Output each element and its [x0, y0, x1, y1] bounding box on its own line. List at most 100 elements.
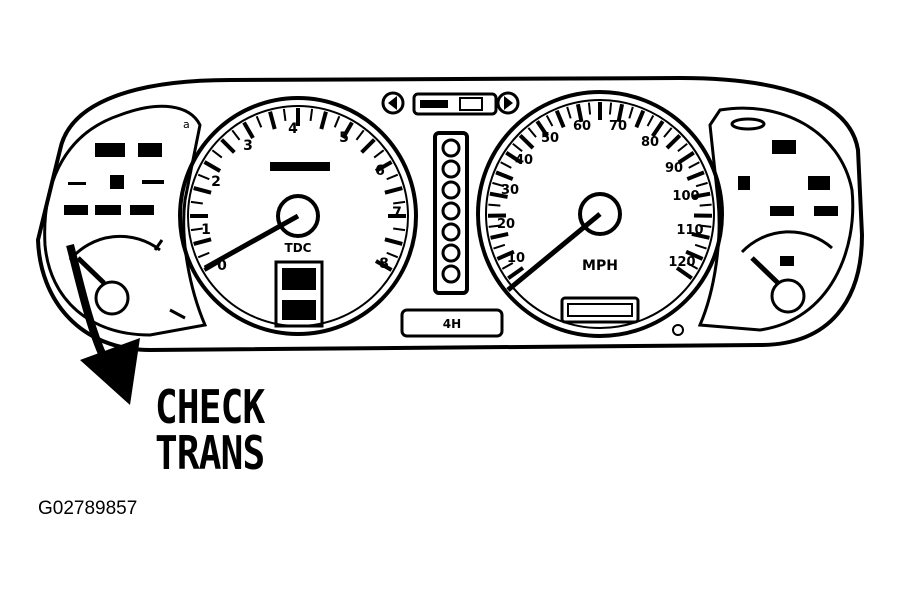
speed-label-10: 10: [507, 251, 525, 266]
tach-label-1: 1: [201, 222, 211, 238]
gauge-tick: [374, 160, 393, 173]
tachometer-ticks: [190, 108, 406, 272]
gauge-tick: [373, 149, 385, 159]
speed-label-60: 60: [573, 119, 591, 134]
gauge-tick: [628, 106, 634, 119]
callout-arrow: [66, 243, 140, 405]
gauge-tick: [190, 200, 203, 205]
gauge-tick: [608, 102, 613, 115]
gauge-tick: [646, 115, 655, 127]
gauge-tick: [527, 127, 537, 138]
gauge-tick: [197, 251, 210, 259]
speed-label-30: 30: [501, 183, 519, 198]
gauge-tick: [242, 121, 255, 140]
tach-label-5: 5: [339, 130, 349, 146]
tach-label-8: 8: [379, 256, 389, 272]
gauge-tick: [488, 224, 501, 228]
speed-label-100: 100: [672, 189, 699, 204]
check-trans-callout: CHECK TRANS: [155, 380, 265, 480]
gauge-tick: [255, 115, 263, 128]
gauge-tick: [193, 186, 212, 195]
gauge-tick: [496, 249, 515, 261]
gauge-tick: [688, 161, 700, 169]
odometer: [560, 296, 640, 324]
gauge-tick: [634, 109, 646, 129]
gauge-tick: [695, 181, 708, 188]
gauge-tick: [663, 127, 673, 138]
gauge-tick: [355, 129, 365, 141]
gauge-tick: [685, 249, 704, 261]
speedometer-unit: MPH: [582, 258, 618, 274]
gauge-tick: [616, 103, 625, 123]
speedometer: MPH 10 20 30 40 50 60 70 80 90 100 110 1…: [476, 90, 724, 338]
tach-label-4: 4: [288, 121, 298, 137]
gauge-tick: [490, 232, 509, 240]
speed-label-120: 120: [668, 255, 695, 270]
gauge-tick: [518, 134, 535, 150]
gauge-tick: [386, 251, 399, 259]
center-display-text: 4H: [443, 317, 461, 331]
gear-indicator-lamp: [441, 201, 461, 221]
gauge-tick: [501, 262, 514, 270]
tach-label-3: 3: [243, 138, 253, 154]
gauge-tick: [554, 109, 566, 129]
gear-indicator-lamp: [441, 264, 461, 284]
gauge-tick: [319, 111, 328, 130]
right-indicator-pod: [697, 106, 855, 332]
center-display: 4H: [400, 308, 504, 338]
gear-position-indicator: [433, 131, 469, 295]
svg-text:a: a: [183, 118, 190, 131]
gear-indicator-lamp: [441, 138, 461, 158]
gauge-tick: [545, 115, 554, 127]
speed-label-90: 90: [665, 161, 683, 176]
gauge-tick: [341, 121, 354, 140]
gauge-tick: [384, 186, 403, 195]
gauge-tick: [566, 106, 572, 119]
gauge-tick: [651, 120, 665, 138]
gauge-tick: [665, 134, 682, 150]
gauge-tick: [512, 142, 523, 153]
tach-label-7: 7: [392, 205, 402, 221]
top-indicator-strip: [381, 91, 520, 116]
callout-line-2: TRANS: [155, 426, 265, 480]
gauge-tick: [699, 224, 712, 228]
gauge-tick: [197, 173, 210, 181]
gear-indicator-lamp: [441, 159, 461, 179]
gauge-tick: [203, 160, 222, 173]
left-warning-lights: a: [64, 118, 190, 215]
gauge-tick: [488, 203, 501, 207]
tachometer-needle: [203, 213, 300, 271]
gauge-tick: [492, 181, 505, 188]
gauge-tick: [699, 203, 712, 207]
gauge-tick: [692, 191, 711, 199]
gauge-tick: [575, 103, 584, 123]
speed-label-50: 50: [541, 131, 559, 146]
tachometer: TDC 0 1 2 3 4 5 6 7 8: [178, 96, 418, 336]
temperature-gauge: [68, 234, 186, 320]
gauge-tick: [220, 138, 236, 154]
tachometer-warning-block: [274, 260, 324, 328]
gauge-tick: [393, 200, 406, 205]
gear-indicator-lamp: [441, 243, 461, 263]
gauge-tick: [500, 161, 512, 169]
gauge-tick: [675, 266, 693, 280]
callout-line-1: CHECK: [155, 380, 265, 434]
gauge-tick: [507, 266, 525, 280]
gauge-tick: [493, 243, 506, 250]
gauge-tick: [495, 170, 514, 181]
gauge-tick: [694, 243, 707, 250]
gauge-tick: [190, 227, 203, 232]
gauge-tick: [231, 129, 241, 141]
gauge-tick: [686, 262, 699, 270]
fuel-gauge: [740, 230, 833, 314]
gauge-tick: [677, 151, 695, 165]
left-indicator-pod: [43, 104, 208, 337]
gauge-tick: [393, 227, 406, 232]
gear-indicator-lamp: [441, 222, 461, 242]
speed-label-70: 70: [609, 119, 627, 134]
figure-id: G02789857: [38, 498, 138, 519]
speed-label-110: 110: [676, 223, 703, 238]
gauge-tick: [691, 232, 710, 240]
gauge-tick: [505, 151, 523, 165]
